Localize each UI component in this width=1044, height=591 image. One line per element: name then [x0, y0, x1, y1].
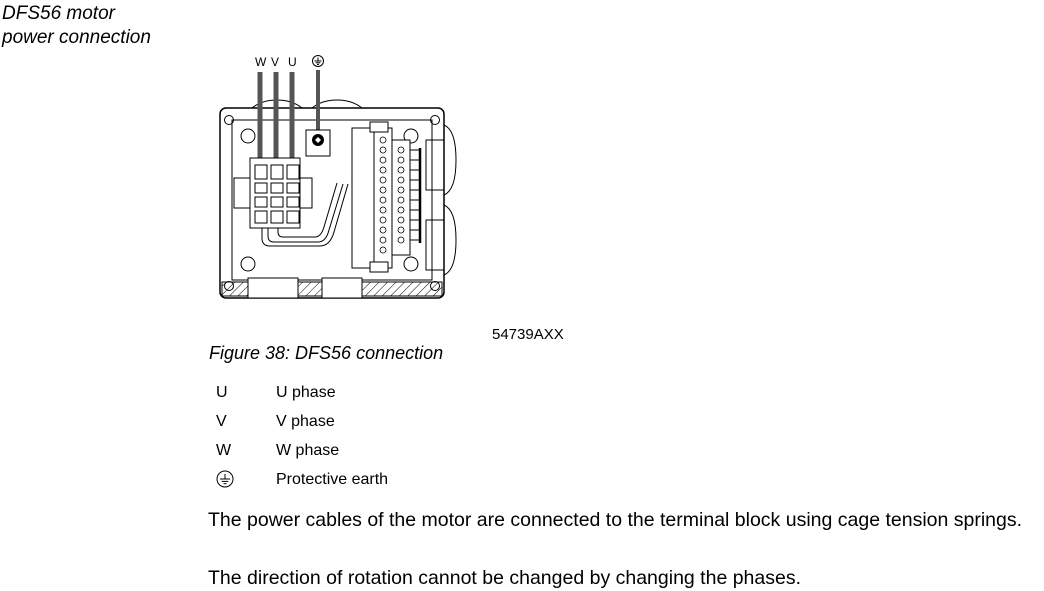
legend-symbol: V: [216, 413, 227, 430]
legend-description: W phase: [276, 442, 340, 459]
legend-description: V phase: [276, 413, 335, 430]
legend-description: Protective earth: [276, 471, 389, 488]
side-heading: DFS56 motor power connection: [2, 2, 151, 50]
legend-item: U U phase: [214, 380, 514, 409]
legend-list: U U phase V V phase W W phase Protective…: [214, 380, 514, 496]
dfs56-connection-figure: W V U: [212, 50, 462, 310]
legend-description: U phase: [276, 384, 336, 401]
legend-symbol: U: [216, 384, 228, 401]
paragraph: The power cables of the motor are connec…: [208, 509, 1023, 531]
paragraph: The direction of rotation cannot be chan…: [208, 567, 801, 589]
legend-symbol: W: [216, 442, 232, 459]
wire-label-u: U: [288, 55, 297, 69]
side-heading-line-1: DFS56 motor: [2, 3, 115, 24]
side-heading-line-2: power connection: [2, 27, 151, 48]
legend-item: W W phase: [214, 438, 514, 467]
figure-caption: Figure 38: DFS56 connection: [209, 343, 444, 363]
protective-earth-icon: [312, 55, 324, 67]
figure-id: 54739AXX: [492, 326, 564, 343]
wire-label-w: W: [255, 55, 267, 69]
protective-earth-icon: [216, 470, 234, 493]
legend-item: V V phase: [214, 409, 514, 438]
legend-item: Protective earth: [214, 467, 514, 496]
wire-label-v: V: [271, 55, 279, 69]
